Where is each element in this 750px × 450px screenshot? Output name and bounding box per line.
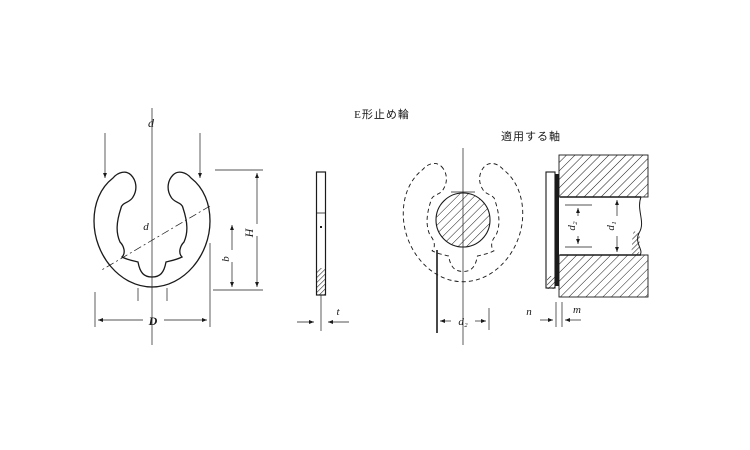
application-section-view xyxy=(540,154,649,327)
inner-diameter-leader xyxy=(99,205,211,272)
dim-label-inner-height-b: b xyxy=(220,256,232,262)
dim-label-outer-diameter-D: D xyxy=(148,314,158,328)
dim-label-thickness-t: t xyxy=(336,306,340,318)
dim-label-edge-distance-n: n xyxy=(526,306,532,318)
ring-side-view xyxy=(297,171,349,331)
caption-ring: E形止め輪 xyxy=(354,107,410,121)
groove-shadow xyxy=(555,174,559,286)
application-front-view xyxy=(402,148,524,345)
housing-wall-bottom xyxy=(558,254,649,298)
dim-label-groove-width-m: m xyxy=(573,304,581,316)
ering-side-in-groove xyxy=(545,171,556,289)
dim-label-section-groove-dia-d2: d₂ xyxy=(566,221,578,231)
dim-label-center-d: d xyxy=(143,221,149,233)
dim-label-groove-diameter-d2: d₂ xyxy=(458,316,468,328)
dim-label-top-d: d xyxy=(148,116,155,130)
side-profile-hatch xyxy=(317,268,325,295)
dim-label-height-H: H xyxy=(242,227,256,238)
housing-wall-top xyxy=(558,154,649,198)
shaft-break-hatch xyxy=(631,231,641,255)
shaft-groove-section xyxy=(435,192,491,248)
ring-front-view xyxy=(93,108,263,345)
caption-applicable-shaft: 適用する軸 xyxy=(501,129,561,143)
dim-label-shaft-dia-d1: d₁ xyxy=(605,221,617,231)
